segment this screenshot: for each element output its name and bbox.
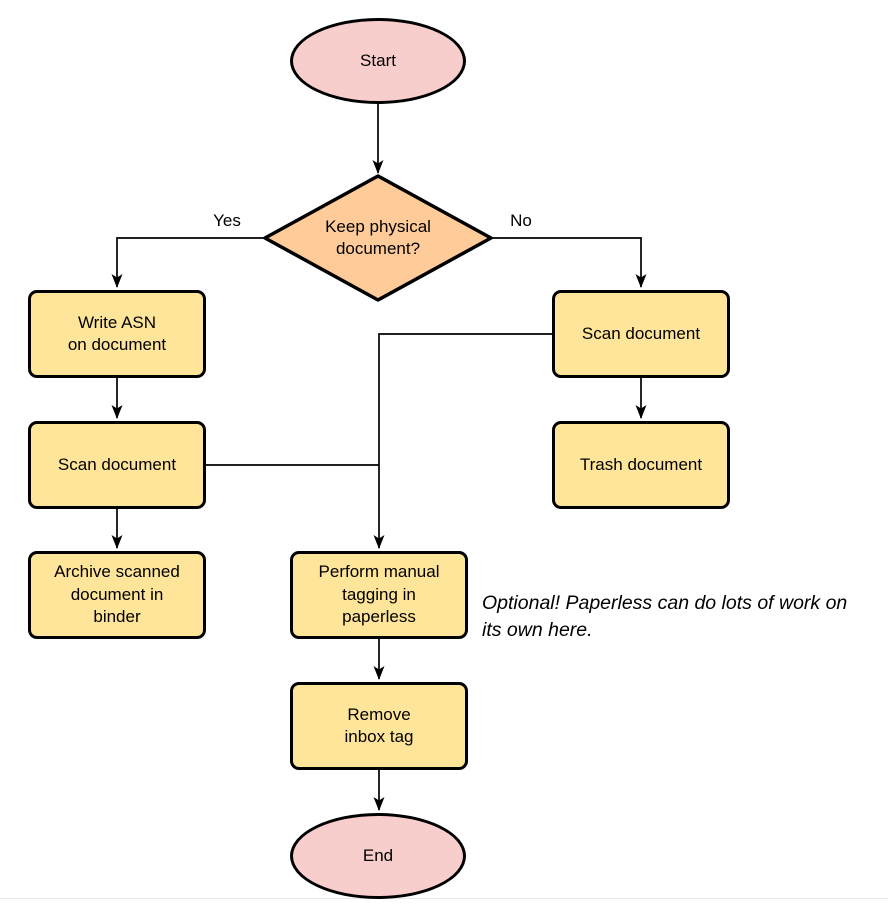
node-remove-inbox-tag: Remove inbox tag <box>290 682 468 770</box>
bottom-divider <box>0 898 888 899</box>
node-scan-document-trash: Scan document <box>552 290 730 378</box>
node-manual-tagging: Perform manual tagging in paperless <box>290 551 468 639</box>
node-archive-binder: Archive scanned document in binder <box>28 551 206 639</box>
edge-label-yes: Yes <box>213 211 241 230</box>
edge-yes-branch <box>111 237 265 288</box>
edge-no-branch <box>491 237 647 288</box>
node-start: Start <box>290 18 466 104</box>
node-end: End <box>290 813 466 899</box>
node-scan-document-keep: Scan document <box>28 421 206 509</box>
optional-note: Optional! Paperless can do lots of work … <box>482 592 848 641</box>
edge-label-no: No <box>510 211 532 230</box>
node-write-asn: Write ASN on document <box>28 290 206 378</box>
edge-scanright-to-tagging <box>373 333 552 549</box>
node-trash-document: Trash document <box>552 421 730 509</box>
node-decision-label: Keep physical document? <box>325 216 431 258</box>
decision-shape <box>263 174 493 302</box>
